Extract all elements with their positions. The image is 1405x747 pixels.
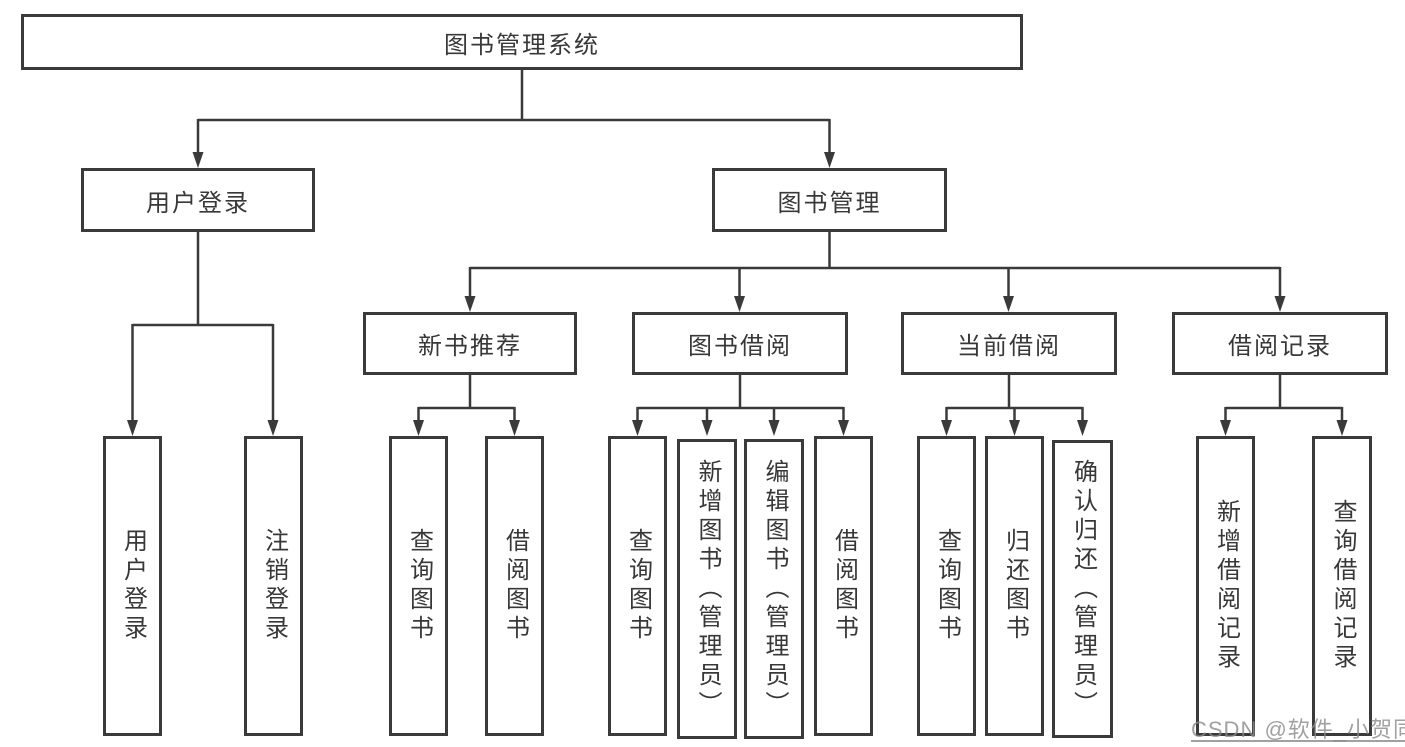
connector-book-borrowing-branch [636, 375, 845, 421]
leaf-logout: 注销登录 [244, 436, 303, 736]
leaf-borrow-books-recommend: 借阅图书 [485, 436, 544, 736]
node-current-borrowing: 当前借阅 [901, 312, 1117, 375]
node-label: 新增借阅记录 [1212, 499, 1240, 673]
leaf-return-book: 归还图书 [985, 436, 1044, 736]
arrowhead-icon [734, 296, 745, 312]
arrowhead-icon [824, 152, 835, 168]
arrowhead-icon [701, 420, 713, 436]
arrowhead-icon [192, 152, 204, 168]
arrowhead-icon [838, 420, 849, 436]
arrowhead-icon [267, 420, 279, 436]
node-label: 新书推荐 [418, 333, 522, 360]
arrowhead-icon [464, 296, 476, 312]
node-label: 借阅图书 [830, 528, 858, 644]
node-label: 借阅图书 [501, 528, 529, 644]
node-book-borrowing: 图书借阅 [632, 312, 848, 375]
leaf-query-books-recommend: 查询图书 [389, 436, 448, 736]
node-label: 确认归还（管理员） [1069, 458, 1097, 720]
leaf-query-borrow-record: 查询借阅记录 [1312, 436, 1372, 736]
arrowhead-icon [632, 420, 643, 436]
leaf-add-book-admin: 新增图书（管理员） [677, 439, 737, 739]
node-label: 当前借阅 [957, 333, 1061, 360]
connector-book-management-branch [468, 232, 1282, 297]
arrowhead-icon [941, 420, 952, 436]
node-library-management-system: 图书管理系统 [21, 14, 1023, 70]
leaf-confirm-return-admin: 确认归还（管理员） [1052, 440, 1113, 738]
node-label: 图书借阅 [688, 333, 792, 360]
node-label: 用户登录 [146, 189, 250, 217]
node-label: 图书管理系统 [444, 31, 600, 59]
node-label: 查询图书 [405, 528, 433, 644]
connector-user-login-branch [131, 232, 275, 421]
node-label: 注销登录 [260, 528, 288, 644]
node-label: 查询借阅记录 [1329, 499, 1356, 673]
connector-root-to-level2 [196, 70, 831, 154]
connector-current-borrowing-branch [945, 375, 1084, 421]
arrowhead-icon [768, 420, 780, 436]
arrowheads [127, 152, 1348, 436]
arrowhead-icon [413, 420, 424, 436]
node-label: 新增图书（管理员） [694, 458, 721, 720]
leaf-borrow-books-borrow: 借阅图书 [814, 436, 873, 736]
arrowhead-icon [127, 420, 138, 436]
arrowhead-icon [1009, 420, 1020, 436]
leaf-edit-book-admin: 编辑图书（管理员） [744, 439, 804, 739]
watermark-csdn: CSDN @软件_小贺同学 [1191, 717, 1405, 742]
node-label: 用户登录 [119, 528, 147, 644]
leaf-query-books-borrow: 查询图书 [608, 436, 667, 736]
arrowhead-icon [1003, 296, 1014, 312]
node-new-book-recommendation: 新书推荐 [363, 312, 577, 375]
arrowhead-icon [1336, 420, 1348, 436]
node-label: 编辑图书（管理员） [761, 458, 788, 720]
leaf-add-borrow-record: 新增借阅记录 [1196, 436, 1255, 736]
connector-new-book-recommendation-branch [417, 375, 516, 421]
arrowhead-icon [509, 420, 520, 436]
node-book-management: 图书管理 [712, 168, 947, 232]
node-label: 查询图书 [933, 528, 961, 644]
leaf-user-login: 用户登录 [103, 436, 162, 736]
node-label: 借阅记录 [1228, 333, 1332, 360]
node-label: 图书管理 [777, 189, 882, 217]
leaf-query-books-current: 查询图书 [917, 436, 976, 736]
arrowhead-icon [1077, 420, 1088, 436]
arrowhead-icon [1274, 296, 1286, 312]
node-user-login: 用户登录 [81, 168, 315, 232]
node-label: 查询图书 [624, 528, 652, 644]
arrowhead-icon [1220, 420, 1231, 436]
node-label: 归还图书 [1001, 528, 1029, 644]
node-borrowing-records: 借阅记录 [1172, 312, 1388, 375]
connector-borrowing-records-branch [1224, 375, 1344, 421]
